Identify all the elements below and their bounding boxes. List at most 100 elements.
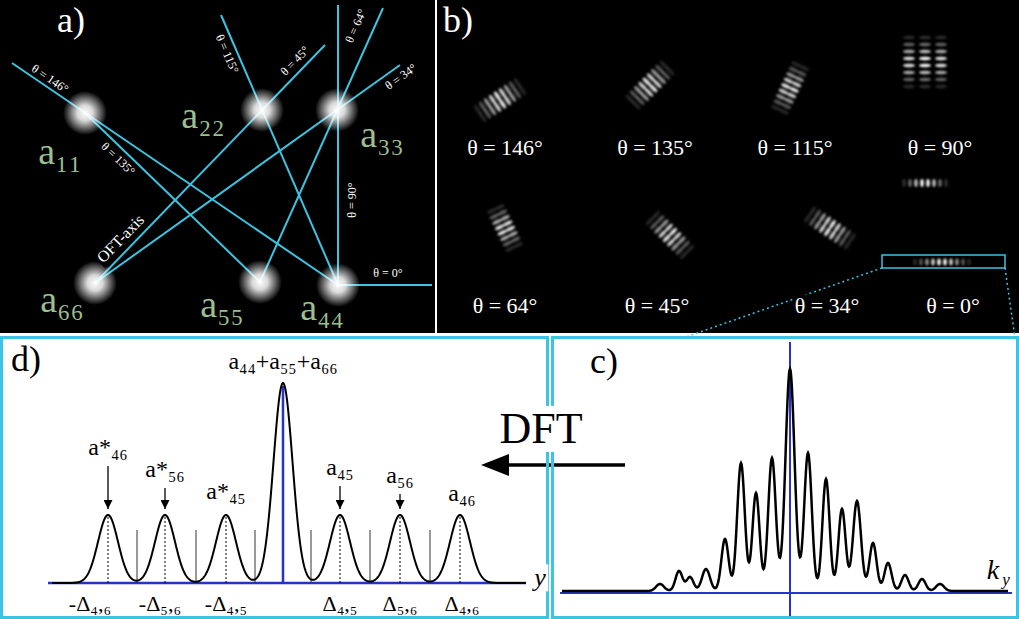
fringe — [943, 259, 947, 266]
fringe — [779, 108, 790, 115]
fringe — [786, 71, 797, 78]
separator-line — [255, 530, 256, 583]
axis-name: y — [1000, 571, 1012, 589]
angle-line — [95, 65, 400, 283]
fringe — [935, 43, 947, 47]
fringe — [931, 259, 935, 266]
panel-d: d) — [0, 336, 549, 619]
separator-line — [137, 530, 138, 583]
fringe — [919, 43, 931, 47]
fringe — [778, 88, 789, 95]
panel-c: c) — [551, 336, 1019, 619]
pattern-label: θ = 64° — [471, 294, 540, 317]
angle-label: θ = 64° — [342, 5, 370, 46]
fringe — [935, 57, 947, 61]
zoom-box — [882, 255, 1005, 268]
angle-label: θ = 0° — [371, 267, 404, 280]
fringe — [919, 36, 931, 40]
light-spot — [316, 263, 360, 307]
fringe-pattern — [902, 179, 948, 187]
fringe — [500, 234, 511, 242]
fringe — [903, 36, 915, 40]
fringe — [949, 259, 953, 266]
fringe — [914, 179, 918, 187]
peak-label: a₄₅ — [324, 455, 355, 480]
fringe — [944, 179, 948, 187]
fringe — [967, 259, 971, 266]
fringe — [903, 43, 915, 47]
angle-label: θ = 90° — [346, 180, 359, 219]
fringe — [919, 64, 931, 68]
peak-marker — [226, 517, 227, 583]
fringe — [781, 102, 792, 109]
fringe — [789, 86, 800, 93]
spot-label: a₂₂ — [181, 96, 224, 136]
edge-label: DFT — [496, 406, 585, 452]
peak-marker — [165, 517, 166, 583]
fringe — [935, 85, 947, 89]
fringe — [486, 207, 497, 215]
angle-label: θ = 115° — [212, 31, 241, 77]
axis-line — [560, 592, 1012, 594]
fringe — [843, 240, 852, 250]
pattern-label: θ = 0° — [924, 294, 982, 317]
fringe-pattern — [803, 206, 856, 251]
fringe — [903, 57, 915, 61]
angle-label: θ = 146° — [28, 61, 73, 97]
leader-arrow — [164, 488, 165, 509]
fringe — [473, 104, 482, 115]
axis-label: OFT-axis — [93, 210, 149, 268]
fringe — [786, 92, 797, 99]
angle-line — [95, 45, 325, 283]
fringe — [794, 75, 805, 82]
fringe — [776, 93, 787, 100]
panel-label: a) — [57, 2, 85, 38]
shift-label: -Δ₄,₅ — [203, 592, 249, 615]
fringe — [502, 240, 513, 248]
axis-name: y — [532, 564, 548, 591]
fringe — [935, 36, 947, 40]
fringe — [770, 104, 781, 111]
fringe — [913, 259, 917, 266]
pattern-label: θ = 45° — [623, 294, 692, 317]
pattern-label: θ = 90° — [906, 136, 975, 159]
panel-ground — [0, 0, 435, 333]
fringe — [489, 213, 500, 221]
fringe — [935, 50, 947, 54]
fringe — [625, 94, 635, 104]
light-spot — [73, 261, 117, 305]
fringe — [903, 50, 915, 54]
spot-label: a₆₆ — [40, 280, 83, 320]
angle-line — [337, 5, 339, 285]
panel-label: c) — [590, 343, 618, 379]
fringe — [919, 78, 931, 82]
fringe — [773, 99, 784, 106]
panel-a: a) — [0, 0, 435, 333]
panel-label: b) — [443, 2, 473, 38]
fringe — [788, 66, 799, 73]
pattern-label: θ = 115° — [756, 136, 835, 159]
peak-label: a*₅₆ — [143, 457, 186, 482]
transform-arrow — [491, 463, 625, 467]
spectrum-curve — [52, 383, 526, 583]
peak-marker — [108, 517, 109, 583]
peak-marker — [340, 517, 341, 583]
fringe — [799, 64, 810, 71]
fringe — [920, 179, 924, 187]
shift-label: Δ₄,₅ — [321, 592, 360, 615]
shift-label: -Δ₅,₆ — [137, 592, 183, 615]
fringe — [494, 223, 505, 231]
separator-line — [196, 530, 197, 583]
panel-label: d) — [11, 341, 41, 377]
panel-ground — [437, 0, 1019, 333]
peak-label: a*₄₅ — [204, 479, 247, 504]
separator-line — [311, 530, 312, 583]
angle-label: θ = 135° — [97, 139, 138, 180]
fringe — [935, 64, 947, 68]
pattern-label: θ = 146° — [465, 136, 545, 159]
fringe — [796, 70, 807, 77]
fringe — [505, 245, 516, 253]
